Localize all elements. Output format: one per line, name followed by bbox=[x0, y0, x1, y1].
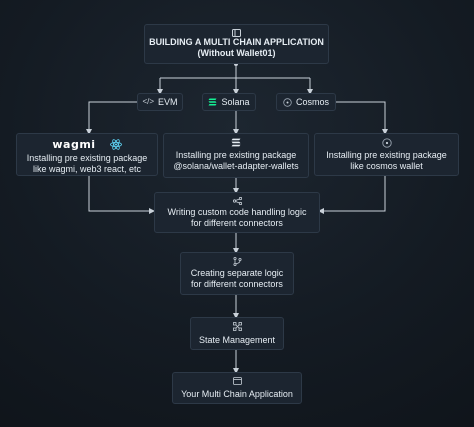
app-window-icon bbox=[232, 377, 242, 385]
chip-evm-label: EVM bbox=[158, 97, 178, 107]
cosmos-package-line-1: Installing pre existing package bbox=[326, 150, 447, 160]
chip-cosmos-label: Cosmos bbox=[295, 97, 329, 107]
react-icon bbox=[109, 138, 122, 150]
evm-package-line-2: like wagmi, web3 react, etc bbox=[32, 164, 142, 174]
layout-icon bbox=[232, 29, 241, 37]
connector-cosmos-right bbox=[336, 101, 388, 135]
final-application-node: Your Multi Chain Application bbox=[172, 372, 302, 404]
cosmos-atom-icon bbox=[283, 97, 292, 107]
evm-logo-row: wagmi bbox=[17, 138, 157, 150]
share-nodes-icon bbox=[232, 197, 242, 205]
title-node: BUILDING A MULTI CHAIN APPLICATION (With… bbox=[144, 24, 329, 64]
connector-evm-left bbox=[86, 101, 137, 135]
connector-left-custom bbox=[88, 176, 155, 214]
custom-code-line-2: for different connectors bbox=[191, 218, 283, 228]
code-brackets-icon: </> bbox=[142, 97, 155, 106]
cosmos-atom-icon bbox=[381, 138, 392, 148]
state-nodes-icon bbox=[232, 322, 242, 331]
chip-cosmos: Cosmos bbox=[276, 93, 336, 111]
custom-code-node: Writing custom code handling logic for d… bbox=[154, 192, 320, 233]
title-line-2: (Without Wallet01) bbox=[197, 48, 276, 58]
cosmos-package-node: Installing pre existing package like cos… bbox=[314, 133, 459, 176]
solana-package-line-2: @solana/wallet-adapter-wallets bbox=[173, 161, 299, 171]
branch-icon bbox=[233, 257, 242, 266]
chip-solana-label: Solana bbox=[221, 97, 250, 107]
evm-package-node: wagmi Installing pre existing package li… bbox=[16, 133, 158, 176]
solana-icon bbox=[208, 98, 217, 106]
solana-package-line-1: Installing pre existing package bbox=[175, 150, 297, 160]
chip-solana: Solana bbox=[202, 93, 256, 111]
separate-logic-line-2: for different connectors bbox=[191, 279, 283, 289]
state-management-node: State Management bbox=[190, 317, 284, 350]
custom-code-line-1: Writing custom code handling logic bbox=[167, 207, 307, 217]
solana-package-node: Installing pre existing package @solana/… bbox=[163, 133, 309, 178]
title-line-1: BUILDING A MULTI CHAIN APPLICATION bbox=[149, 37, 324, 47]
wagmi-logo: wagmi bbox=[52, 137, 96, 151]
final-application-label: Your Multi Chain Application bbox=[181, 389, 293, 399]
cosmos-package-line-2: like cosmos wallet bbox=[350, 161, 423, 171]
connector-right-custom bbox=[318, 176, 386, 214]
separate-logic-node: Creating separate logic for different co… bbox=[180, 252, 294, 295]
solana-icon bbox=[231, 138, 241, 147]
evm-package-line-1: Installing pre existing package bbox=[26, 153, 148, 163]
separate-logic-line-1: Creating separate logic bbox=[190, 268, 284, 278]
state-management-label: State Management bbox=[198, 335, 276, 345]
chip-evm: </> EVM bbox=[137, 93, 183, 111]
